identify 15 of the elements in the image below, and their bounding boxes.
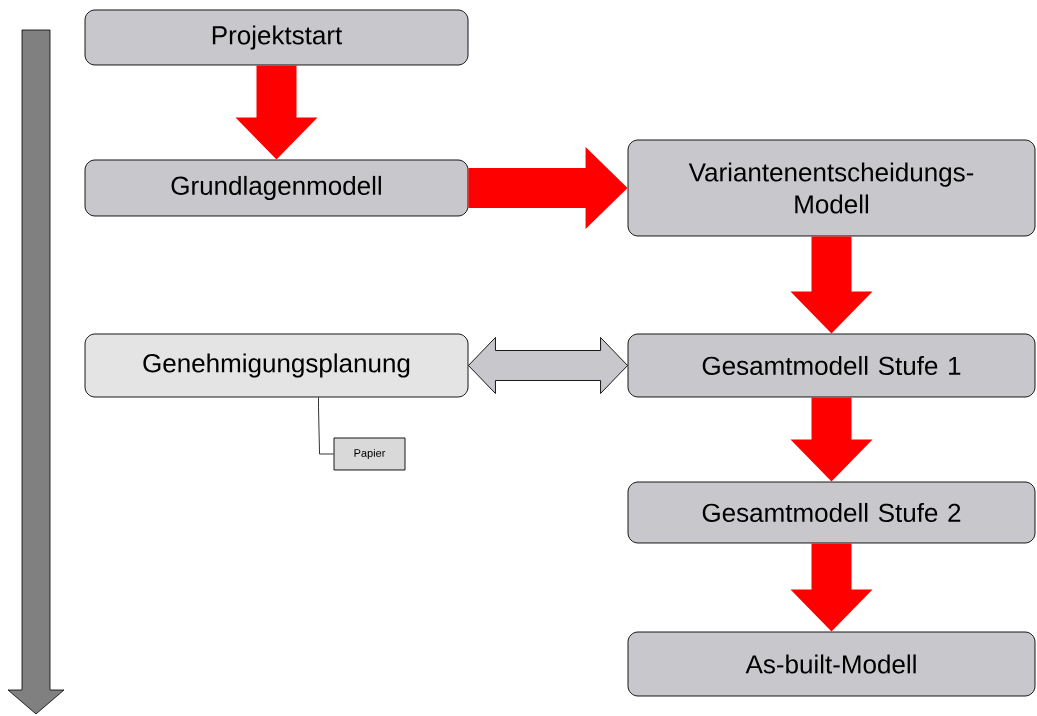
note-box: Papier bbox=[333, 437, 406, 471]
leader-line bbox=[318, 397, 334, 455]
block-arrow bbox=[790, 543, 873, 632]
process-box: Gesamtmodell Stufe 2 bbox=[627, 481, 1036, 544]
block-arrow bbox=[468, 147, 628, 229]
process-box: Projektstart bbox=[84, 9, 469, 66]
process-box: Grundlagenmodell bbox=[84, 159, 469, 217]
block-arrow bbox=[468, 337, 628, 394]
block-arrow bbox=[790, 236, 873, 334]
process-box: Variantenentscheidungs- Modell bbox=[627, 139, 1036, 237]
process-box: As-built-Modell bbox=[627, 631, 1036, 697]
process-box: Genehmigungsplanung bbox=[84, 333, 469, 398]
block-arrow bbox=[790, 397, 873, 482]
process-box: Gesamtmodell Stufe 1 bbox=[627, 333, 1036, 398]
block-arrow bbox=[235, 65, 318, 160]
